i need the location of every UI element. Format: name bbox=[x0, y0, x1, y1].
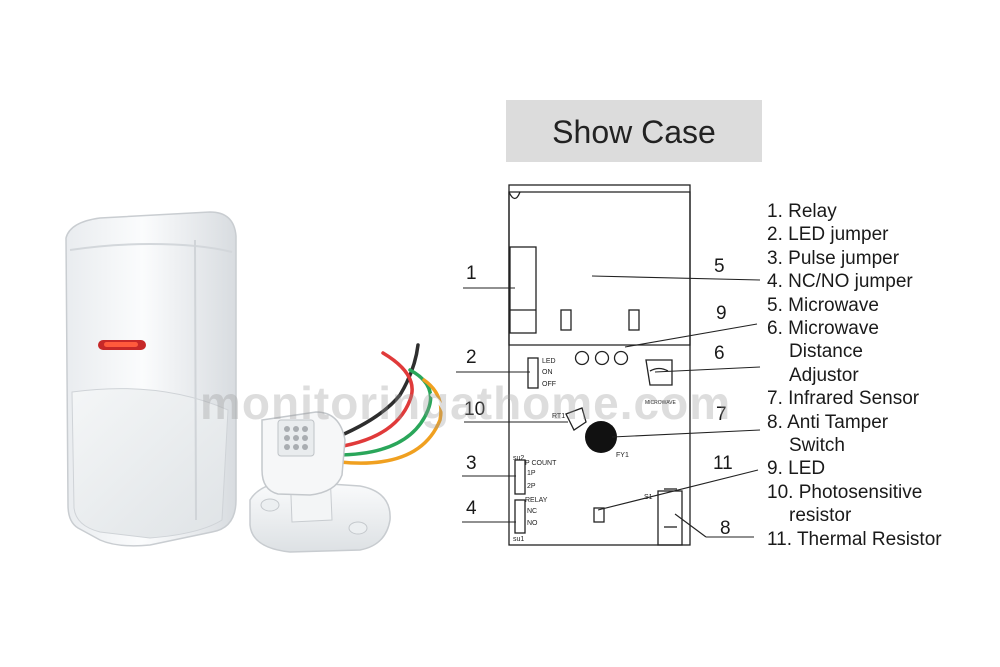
pcb-label-no: NO bbox=[527, 520, 538, 527]
relay-component bbox=[509, 246, 537, 334]
legend-item: 11. Thermal Resistor bbox=[767, 528, 942, 550]
led-window bbox=[98, 340, 146, 350]
legend-item: 5. Microwave bbox=[767, 294, 879, 316]
motion-sensor-body bbox=[65, 211, 237, 547]
title-banner: Show Case bbox=[506, 100, 762, 162]
callout-8: 8 bbox=[720, 518, 731, 539]
led-2 bbox=[594, 350, 610, 366]
led-jumper bbox=[527, 357, 539, 389]
legend-item: 7. Infrared Sensor bbox=[767, 388, 920, 410]
photosensitive-resistor bbox=[565, 407, 587, 431]
callout-4: 4 bbox=[466, 498, 477, 519]
legend-item: 4. NC/NO jumper bbox=[767, 271, 913, 293]
legend-item: 1. Relay bbox=[767, 201, 837, 222]
tamper-switch bbox=[657, 490, 683, 546]
led-1 bbox=[574, 350, 590, 366]
pcb-label-pcount: P COUNT bbox=[525, 460, 557, 467]
bracket-mount bbox=[249, 411, 391, 553]
pcb-label-s1: S1 bbox=[644, 494, 653, 501]
wires bbox=[328, 343, 448, 474]
nc-no-jumper bbox=[514, 499, 526, 534]
page-title: Show Case bbox=[552, 114, 716, 150]
legend-item: 3. Pulse jumper bbox=[767, 247, 900, 269]
pcb-label-fy1: FY1 bbox=[616, 452, 629, 459]
callout-7: 7 bbox=[716, 404, 727, 425]
pcb-label-su1: su1 bbox=[513, 536, 524, 543]
pcb-label-1p: 1P bbox=[527, 470, 536, 477]
led-3 bbox=[613, 350, 629, 366]
pcb-label-su2: su2 bbox=[513, 455, 524, 462]
pcb-board-outline bbox=[508, 184, 691, 546]
pcb-label-relay: RELAY bbox=[525, 497, 548, 504]
callout-10: 10 bbox=[464, 399, 485, 420]
callout-3: 3 bbox=[466, 453, 477, 474]
pcb-label-microwave: MICROWAVE bbox=[645, 400, 676, 406]
thermal-resistor bbox=[593, 507, 605, 523]
legend-item: 9. LED bbox=[767, 458, 826, 480]
legend-list: 1. Relay 2. LED jumper 3. Pulse jumper 4… bbox=[767, 200, 997, 551]
watermark: monitoringathome.com bbox=[200, 377, 732, 429]
microwave-module bbox=[508, 191, 691, 346]
pcb-label-2p: 2P bbox=[527, 483, 536, 490]
pcb-label-on: ON bbox=[542, 369, 553, 376]
legend-item: 10. Photosensitive resistor bbox=[767, 481, 923, 527]
callout-1: 1 bbox=[466, 263, 477, 284]
callout-11: 11 bbox=[713, 453, 733, 474]
infrared-sensor bbox=[585, 421, 617, 453]
microwave-adjustor bbox=[645, 359, 673, 386]
callout-9: 9 bbox=[716, 303, 727, 324]
pcb-label-nc: NC bbox=[527, 508, 537, 515]
pulse-jumper bbox=[514, 459, 526, 495]
pcb-label-off: OFF bbox=[542, 381, 556, 388]
callout-5: 5 bbox=[714, 256, 725, 277]
callout-6: 6 bbox=[714, 343, 725, 364]
legend-item: 8. Anti Tamper Switch bbox=[767, 411, 889, 457]
legend-item: 2. LED jumper bbox=[767, 224, 889, 246]
pcb-label-led: LED bbox=[542, 358, 556, 365]
callout-2: 2 bbox=[466, 347, 477, 368]
pcb-label-rt1: RT1 bbox=[552, 413, 565, 420]
